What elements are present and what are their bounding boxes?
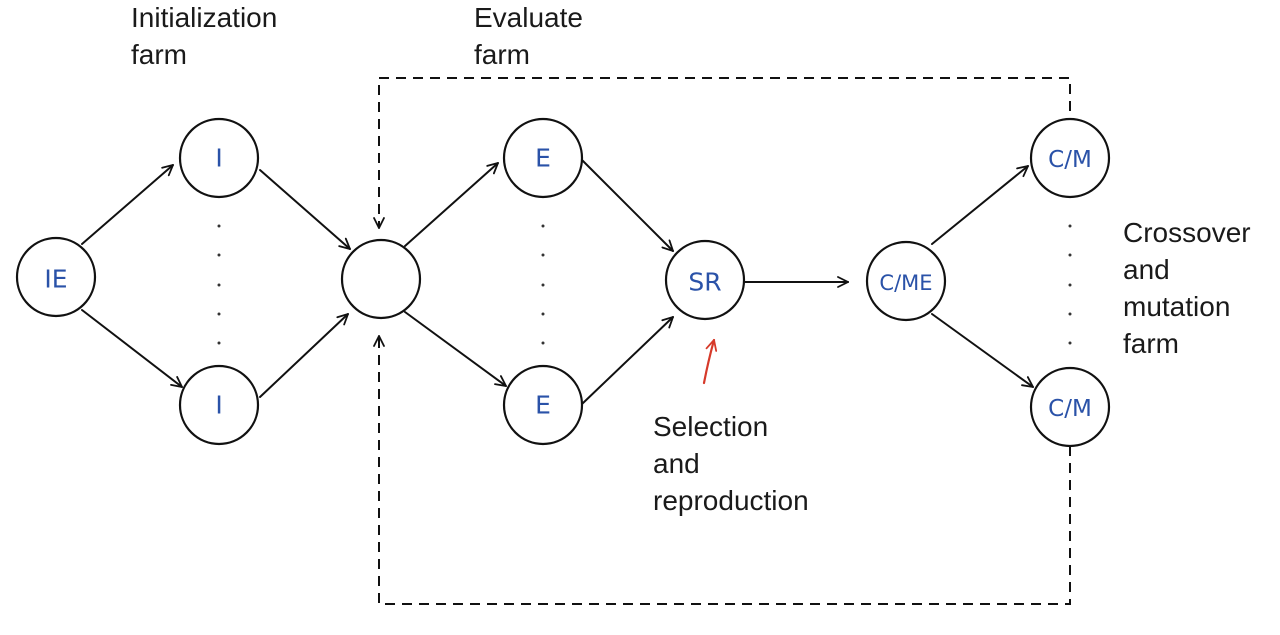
- node-init-top-label: I: [215, 144, 222, 173]
- edge-collector-to-eval-bottom: [404, 311, 506, 386]
- caption-crossover-line-1: Crossover: [1123, 217, 1251, 248]
- edge-cme-to-cm-top: [931, 166, 1028, 245]
- caption-crossover-line-3: mutation: [1123, 291, 1231, 322]
- node-ie-label: IE: [44, 265, 67, 294]
- node-eval-bottom: E: [502, 364, 584, 446]
- edges: [81, 159, 1033, 405]
- node-sr: SR: [664, 239, 746, 321]
- caption-initialization-farm: Initialization farm: [131, 0, 277, 73]
- edge-ie-to-init-top: [81, 165, 173, 245]
- caption-selection-line-1: Selection: [653, 411, 769, 442]
- node-eval-bottom-label: E: [535, 391, 551, 420]
- node-ie: IE: [15, 236, 97, 318]
- feedback-loop: [379, 77, 1071, 605]
- feedback-loop-top: [379, 77, 1071, 228]
- edge-collector-to-eval-top: [404, 163, 498, 247]
- edge-cme-to-cm-bottom: [931, 313, 1033, 387]
- caption-evaluate-line-1: Evaluate: [474, 2, 583, 33]
- edge-ie-to-init-bottom: [81, 309, 182, 387]
- eval-ellipsis: [541, 224, 545, 345]
- edge-init-bottom-to-collector: [259, 314, 348, 398]
- node-eval-top-label: E: [535, 144, 551, 173]
- node-init-top: I: [178, 117, 260, 199]
- node-cm-top-label: C/M: [1048, 147, 1092, 173]
- caption-crossover-line-4: farm: [1123, 328, 1179, 359]
- caption-initialization-line-2: farm: [131, 39, 187, 70]
- edge-eval-top-to-sr: [581, 159, 673, 251]
- node-sr-label: SR: [688, 268, 721, 297]
- cm-ellipsis: [1068, 224, 1072, 345]
- caption-evaluate-farm: Evaluate farm: [474, 0, 583, 73]
- caption-crossover-line-2: and: [1123, 254, 1170, 285]
- caption-evaluate-line-2: farm: [474, 39, 530, 70]
- node-init-bottom: I: [178, 364, 260, 446]
- caption-initialization-line-1: Initialization: [131, 2, 278, 33]
- ellipsis-dots: [217, 224, 1072, 345]
- edge-init-top-to-collector: [259, 169, 350, 249]
- selection-pointer-arrow: [702, 340, 714, 385]
- node-cme: C/ME: [865, 240, 947, 322]
- node-init-bottom-label: I: [215, 391, 222, 420]
- caption-crossover-mutation-farm: Crossover and mutation farm: [1123, 214, 1251, 362]
- node-eval-top: E: [502, 117, 584, 199]
- caption-selection-reproduction: Selection and reproduction: [653, 408, 809, 519]
- init-ellipsis: [217, 224, 221, 345]
- node-cme-label: C/ME: [879, 271, 932, 295]
- node-cm-bottom: C/M: [1029, 366, 1111, 448]
- edge-eval-bottom-to-sr: [581, 317, 673, 405]
- node-collector: [340, 238, 422, 320]
- caption-selection-line-3: reproduction: [653, 485, 809, 516]
- caption-selection-line-2: and: [653, 448, 700, 479]
- node-cm-top: C/M: [1029, 117, 1111, 199]
- node-cm-bottom-label: C/M: [1048, 396, 1092, 422]
